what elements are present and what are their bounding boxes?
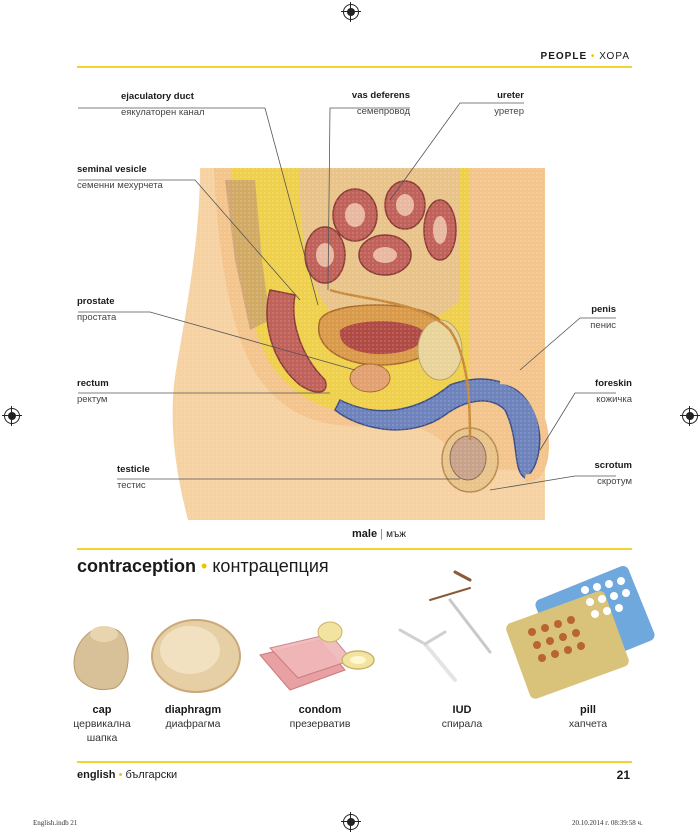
pill-image: [506, 565, 655, 699]
male-anatomy-illustration: [78, 102, 616, 520]
footer-rule: [77, 761, 632, 763]
print-slug-left: English.indb 21: [33, 819, 78, 827]
print-slug-right: 20.10.2014 г. 08:39:58 ч.: [572, 819, 643, 827]
cap-image: [73, 626, 129, 691]
label-prostate: prostate простата: [77, 296, 117, 323]
label-vas-deferens: vas deferens семепровод: [351, 90, 410, 117]
caption-en: male: [352, 528, 378, 540]
footer-lang-bg: български: [125, 769, 178, 781]
contraception-illustrations: [73, 565, 655, 699]
product-name-bg: презерватив: [289, 718, 351, 730]
product-pill: pill хапчета: [528, 703, 648, 731]
section-bg: ХОРА: [599, 51, 630, 62]
condom-image: [259, 621, 375, 691]
label-scrotum: scrotum скротум: [594, 460, 632, 487]
registration-mark-bottom: [341, 812, 361, 832]
iud-image: [398, 570, 492, 682]
product-iud: IUD спирала: [402, 703, 522, 731]
registration-mark-top: [341, 2, 361, 22]
label-penis: penis пенис: [590, 304, 616, 331]
section-en: PEOPLE: [540, 51, 588, 62]
title-sep: •: [201, 556, 208, 576]
caption-bg: мъж: [386, 529, 406, 540]
diaphragm-image: [151, 619, 241, 693]
product-diaphragm: diaphragm диафрагма: [133, 703, 253, 731]
label-foreskin: foreskin кожичка: [595, 378, 632, 405]
title-bg: контрацепция: [212, 556, 329, 576]
product-name-en: pill: [580, 704, 596, 716]
title-en: contraception: [77, 556, 197, 576]
product-name-bg: хапчета: [568, 718, 608, 730]
product-name-bg: спирала: [441, 718, 483, 730]
label-rectum: rectum ректум: [77, 378, 109, 405]
caption-rule: [77, 548, 632, 550]
registration-mark-left: [2, 406, 22, 426]
product-name-bg: цервикална шапка: [73, 718, 131, 744]
section-title-contraception: contraception • контрацепция: [77, 556, 329, 577]
footer-language: english • български: [77, 769, 177, 781]
page-number: 21: [616, 768, 630, 782]
section-sep: •: [590, 51, 596, 62]
product-condom: condom презерватив: [260, 703, 380, 731]
product-name-en: cap: [92, 704, 112, 716]
footer-lang-en: english: [77, 769, 116, 781]
section-header: PEOPLE • ХОРА: [541, 51, 630, 62]
registration-mark-right: [680, 406, 700, 426]
product-name-bg: диафрагма: [165, 718, 221, 730]
label-seminal-vesicle: seminal vesicle семенни мехурчета: [77, 164, 163, 191]
label-ejaculatory-duct: ejaculatory duct еякулаторен канал: [121, 91, 205, 118]
label-ureter: ureter уретер: [494, 90, 524, 117]
footer-sep: •: [118, 769, 123, 781]
caption-sep: |: [380, 528, 383, 540]
header-rule: [77, 66, 632, 68]
label-testicle: testicle тестис: [117, 464, 150, 491]
product-name-en: IUD: [452, 704, 472, 716]
figure-caption: male | мъж: [352, 528, 406, 540]
product-name-en: diaphragm: [164, 704, 222, 716]
product-name-en: condom: [298, 704, 342, 716]
product-cap: cap цервикална шапка: [42, 703, 162, 745]
